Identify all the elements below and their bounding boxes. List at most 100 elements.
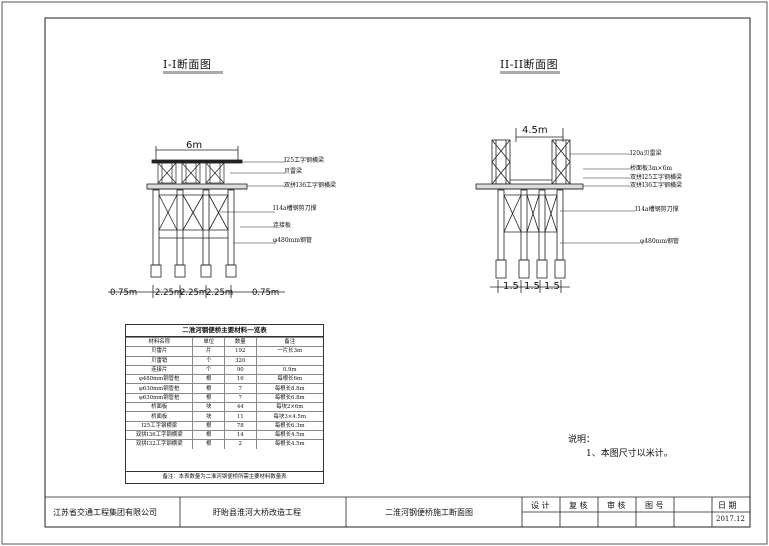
inner-frame: [44, 17, 751, 528]
table-cell: 个: [192, 364, 225, 375]
s1-label-3: 双拼I36工字钢横梁: [284, 182, 337, 189]
notes-heading: 说明：: [568, 435, 596, 445]
material-table-title: 二淮河钢便桥主要材料一览表: [126, 325, 323, 337]
s1-label-5: 连接板: [273, 222, 292, 229]
table-cell: 每根长4.5m: [256, 439, 323, 449]
s1-dim-2: 2.25m: [155, 288, 183, 298]
title-block-lines: [45, 496, 750, 527]
table-cell: 贝雷片: [126, 346, 194, 357]
review-label: 复 核: [569, 501, 588, 510]
s2-dim-1: 1.5: [503, 281, 519, 292]
table-cell: 11: [224, 411, 257, 422]
table-cell: 7: [224, 392, 257, 403]
table-cell: 2: [224, 439, 257, 449]
table-cell: 14: [224, 429, 257, 440]
s1-dim-1: 0.75m: [110, 288, 138, 298]
approve-label: 审 核: [607, 501, 626, 510]
table-cell: 根: [192, 439, 225, 449]
table-cell: I25工字钢横梁: [126, 420, 194, 431]
s2-label-2: 桥面板3m×6m: [630, 165, 673, 172]
drawing-name: 二淮河钢便桥施工断面图: [385, 508, 473, 517]
s1-label-1: I25工字钢横梁: [284, 157, 325, 164]
section2-title-underline: [500, 71, 560, 74]
table-cell: 双拼I32工字钢横梁: [126, 439, 194, 449]
section1-drawing: [108, 146, 285, 298]
table-cell: 数量: [224, 336, 257, 347]
table-cell: 双拼I36工字钢横梁: [126, 429, 194, 440]
table-cell: [256, 355, 323, 366]
table-cell: φ630mm钢管桩: [126, 383, 194, 394]
drawing-no-label: 图 号: [645, 501, 664, 510]
table-cell: 每根长6.8m: [256, 392, 323, 403]
table-cell: 根: [192, 374, 225, 384]
table-cell: 个: [192, 355, 225, 366]
s2-label-4: 双拼I36工字钢横梁: [630, 182, 683, 189]
section2-drawing: [475, 128, 640, 293]
section1-title-underline: [163, 71, 223, 74]
table-cell: 备注: [256, 336, 323, 347]
table-header-row: 材料名称单位数量备注: [126, 336, 323, 347]
table-cell: 7: [224, 383, 257, 394]
table-cell: 78: [224, 420, 257, 431]
s2-label-5: I14a槽钢剪刀撑: [635, 206, 679, 213]
table-cell: 连接片: [126, 364, 194, 375]
project-name: 盱眙县淮河大桥改造工程: [213, 508, 301, 517]
section1-top-dim: 6m: [186, 140, 203, 151]
company-name: 江苏省交通工程集团有限公司: [53, 508, 157, 517]
table-cell: 每块2×6m: [256, 402, 323, 412]
material-table-note: 备注：本表数量为二淮河钢便桥所需主要材料数量表: [126, 471, 323, 483]
section1-title: I-I断面图: [163, 58, 212, 71]
table-cell: 每根长4.5m: [256, 429, 323, 440]
table-cell: 根: [192, 383, 225, 394]
s1-label-6: φ480mm钢管: [273, 237, 313, 244]
s2-dim-3: 1.5: [544, 281, 560, 292]
section2-top-dim: 4.5m: [522, 125, 548, 136]
s2-label-6: φ480mm钢管: [640, 238, 680, 245]
table-cell: 每块3×4.5m: [256, 411, 323, 422]
table-cell: φ480mm钢管桩: [126, 374, 194, 384]
table-cell: 每根长6m: [256, 374, 323, 384]
design-label: 设 计: [531, 501, 550, 510]
table-cell: 每根长6.3m: [256, 420, 323, 431]
table-cell: 44: [224, 402, 257, 412]
table-cell: 192: [224, 346, 257, 357]
table-cell: 一片长3m: [256, 346, 323, 357]
table-cell: 桥面板: [126, 411, 194, 422]
s1-label-2: 贝雷梁: [284, 168, 303, 175]
s1-label-4: I14a槽钢剪刀撑: [273, 205, 317, 212]
s2-label-3: 双拼I25工字钢横梁: [630, 174, 683, 181]
s2-dim-2: 1.5: [524, 281, 540, 292]
table-cell: 90: [224, 364, 257, 375]
table-cell: 块: [192, 402, 225, 412]
table-cell: 桥面板: [126, 402, 194, 412]
table-cell: 片: [192, 346, 225, 357]
table-cell: 块: [192, 411, 225, 422]
table-cell: 根: [192, 429, 225, 440]
table-cell: 16: [224, 374, 257, 384]
date-value: 2017.12: [716, 515, 745, 523]
table-cell: 单位: [192, 336, 225, 347]
s1-dim-4: 2.25m: [206, 288, 234, 298]
table-cell: 320: [224, 355, 257, 366]
section2-title: II-II断面图: [500, 58, 559, 71]
table-cell: 根: [192, 420, 225, 431]
s1-dim-3: 2.25m: [180, 288, 208, 298]
date-label: 日 期: [718, 501, 737, 510]
table-cell: 材料名称: [126, 336, 194, 347]
notes-item-1: 1、本图尺寸以米计。: [586, 449, 673, 459]
